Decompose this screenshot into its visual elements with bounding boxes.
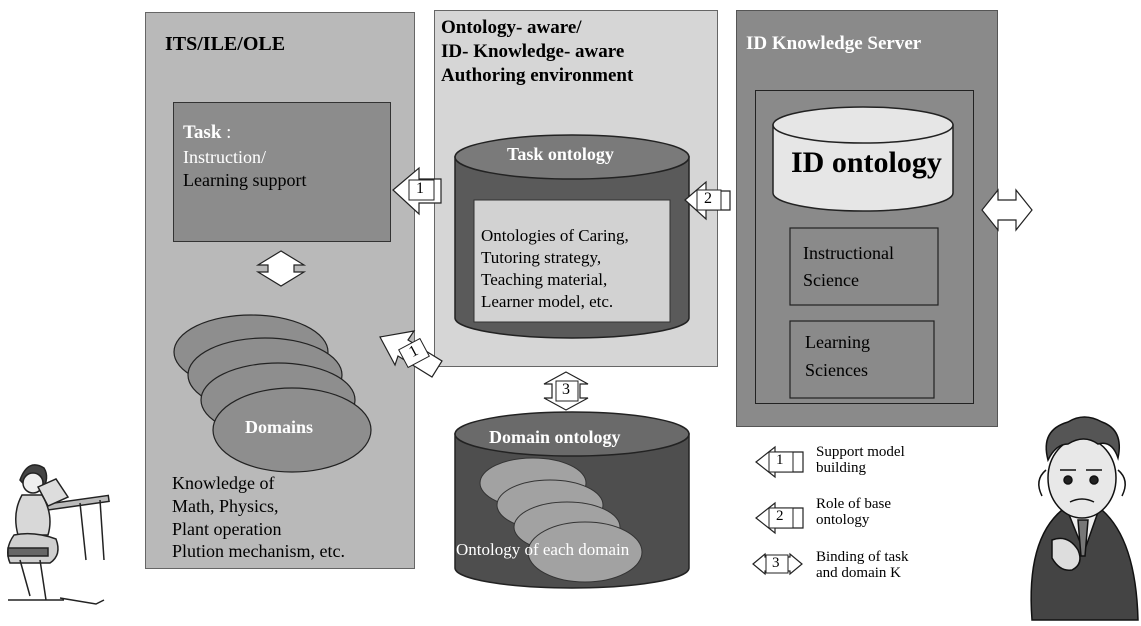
- legend-text-1a: Support model: [816, 444, 905, 460]
- professor-illustration: [1030, 416, 1139, 621]
- learning-sciences-box: [789, 320, 935, 399]
- legend-arrow-3: [752, 552, 803, 576]
- legend-num-2: 2: [776, 508, 784, 524]
- learning-line-1: Learning: [805, 332, 870, 352]
- learner-illustration: [7, 464, 110, 605]
- task-box-heading: Task :: [183, 122, 231, 144]
- ontologies-line-3: Teaching material,: [481, 270, 608, 289]
- ontology-each-domain-label: Ontology of each domain: [456, 540, 630, 559]
- external-double-arrow: [981, 188, 1033, 232]
- legend-arrow-1: [755, 445, 804, 479]
- task-colon: :: [226, 122, 232, 143]
- ontologies-line-4: Learner model, etc.: [481, 292, 614, 311]
- arrow-2-badge: [696, 189, 722, 211]
- knowledge-line-3: Plant operation: [172, 519, 282, 539]
- authoring-title-line-2: ID- Knowledge- aware: [441, 41, 625, 62]
- ontologies-box: [473, 199, 671, 323]
- task-domain-double-arrow: [255, 250, 307, 287]
- arrow-3-badge: [555, 380, 579, 402]
- instructional-line-1: Instructional: [803, 243, 894, 263]
- arrow-1-bottom-badge: [398, 337, 430, 369]
- its-panel-title: ITS/ILE/OLE: [165, 33, 286, 55]
- id-ontology-label: ID ontology: [791, 146, 942, 179]
- legend-text-2b: ontology: [816, 512, 870, 528]
- legend-text-1b: building: [816, 460, 867, 476]
- domain-ontology-label: Domain ontology: [489, 427, 621, 447]
- server-title: ID Knowledge Server: [746, 33, 922, 54]
- authoring-title-line-1: Ontology- aware/: [441, 17, 582, 38]
- legend-text-3a: Binding of task: [816, 549, 909, 565]
- id-ontology-cylinder: [772, 106, 954, 212]
- learning-line-2: Sciences: [805, 360, 868, 380]
- domains-label: Domains: [245, 417, 314, 437]
- arrow-1-top-number: 1: [416, 180, 424, 197]
- task-line-2: Learning support: [183, 170, 307, 190]
- knowledge-line-4: Plution mechanism, etc.: [172, 541, 345, 561]
- task-box: [173, 102, 391, 242]
- legend-text-3b: and domain K: [816, 565, 901, 581]
- knowledge-line-2: Math, Physics,: [172, 496, 279, 516]
- task-line-1: Instruction/: [183, 147, 266, 167]
- arrow-2-number: 2: [704, 190, 712, 207]
- legend-num-1: 1: [776, 452, 784, 468]
- domains-ellipses: [173, 314, 372, 473]
- task-ontology-label: Task ontology: [507, 144, 614, 164]
- legend-text-2a: Role of base: [816, 496, 891, 512]
- arrow-1-top-badge: [408, 179, 435, 201]
- domain-ontology-ellipses: [479, 457, 643, 583]
- ontologies-line-2: Tutoring strategy,: [481, 248, 602, 267]
- legend-arrow-2: [755, 501, 804, 535]
- knowledge-line-1: Knowledge of: [172, 473, 275, 493]
- instructional-line-2: Science: [803, 270, 859, 290]
- legend-num-3: 3: [772, 555, 780, 571]
- ontologies-line-1: Ontologies of Caring,: [481, 226, 629, 245]
- arrow-3-number: 3: [562, 381, 570, 398]
- task-head: Task: [183, 122, 222, 143]
- instructional-science-box: [789, 227, 939, 306]
- authoring-title-line-3: Authoring environment: [441, 65, 634, 86]
